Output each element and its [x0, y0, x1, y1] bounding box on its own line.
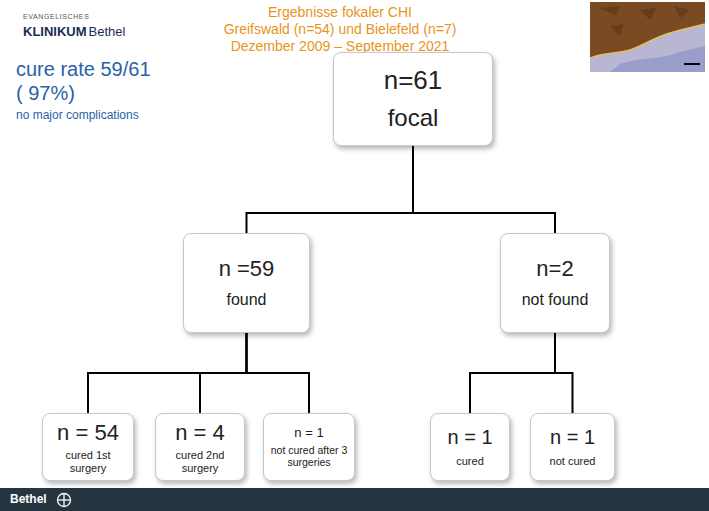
count-label: n = 4: [175, 420, 225, 445]
process-box: n = 4 cured 2nd surgery: [155, 413, 245, 481]
process-box: n = 54 cured 1st surgery: [42, 413, 134, 481]
count-label: n = 1: [294, 426, 323, 441]
connector-line: [200, 333, 247, 413]
bethel-symbol: [56, 492, 72, 508]
summary-text: ( 97%): [16, 82, 75, 105]
note: no major complications: [16, 108, 139, 122]
connector-line: [88, 333, 247, 413]
category-label: cured 1st surgery: [48, 449, 128, 474]
category-label: focal: [388, 104, 439, 132]
logo: KLINIKUMBethel: [23, 24, 125, 39]
count-label: n = 1: [550, 426, 595, 449]
connector-line: [470, 333, 555, 413]
count-label: n=2: [536, 256, 573, 281]
process-box: n = 1 cured: [430, 413, 510, 481]
process-box: n=61 focal: [333, 52, 493, 146]
connector-line: [247, 333, 310, 413]
histology-image: [590, 2, 705, 72]
subtitle: Greifswald (n=54) und Bielefeld (n=7): [190, 21, 490, 37]
logo-word: Bethel: [89, 24, 126, 39]
process-box: n =59 found: [183, 233, 310, 333]
logo-small-text: EVANGELISCHES: [23, 13, 89, 20]
category-label: not cured after 3 surgeries: [269, 444, 349, 468]
footer-text: Bethel: [10, 492, 47, 506]
process-box: n = 1 not cured: [530, 413, 615, 481]
category-label: not cured: [550, 455, 596, 468]
category-label: not found: [522, 291, 589, 309]
count-label: n =59: [219, 256, 275, 281]
connector-line: [247, 146, 414, 233]
logo-word: KLINIKUM: [23, 24, 87, 39]
connector-line: [413, 146, 555, 233]
process-box: n=2 not found: [500, 233, 610, 333]
connector-line: [555, 333, 573, 413]
category-label: cured 2nd surgery: [161, 449, 239, 474]
count-label: n=61: [384, 66, 443, 96]
process-box: n = 1 not cured after 3 surgeries: [263, 413, 355, 481]
slide-title: Ergebnisse fokaler CHI: [190, 4, 490, 20]
summary-text: cure rate 59/61: [16, 58, 151, 81]
category-label: cured: [456, 455, 484, 468]
category-label: found: [226, 291, 266, 309]
footer-bar: Bethel: [0, 488, 709, 511]
count-label: n = 1: [447, 426, 492, 449]
count-label: n = 54: [57, 420, 119, 445]
